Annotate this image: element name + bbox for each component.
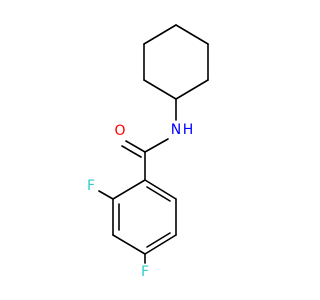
bond	[143, 79, 177, 100]
fluorine-para-label: F	[141, 264, 149, 280]
bond	[143, 24, 177, 45]
bond	[175, 79, 209, 100]
oxygen-label: O	[114, 123, 125, 139]
benzene-ring	[112, 179, 177, 255]
fluorine-ortho-label: F	[87, 178, 95, 194]
bond	[125, 140, 146, 153]
nitrogen-hydrogen-label: H	[183, 122, 194, 138]
bond	[121, 145, 142, 158]
bond	[146, 232, 171, 248]
structure-canvas: O N H F F	[86, 24, 209, 280]
amide-group	[121, 98, 177, 181]
bond	[98, 190, 114, 200]
bond	[144, 138, 169, 153]
bond	[112, 179, 146, 200]
cyclohexane-ring	[143, 24, 209, 100]
nitrogen-label: N	[171, 122, 181, 138]
bond	[146, 186, 171, 202]
bond	[112, 234, 146, 255]
bond	[175, 24, 209, 45]
bond	[144, 234, 177, 255]
bond	[144, 179, 177, 200]
molecule-drawing: O N H F F	[87, 24, 209, 280]
